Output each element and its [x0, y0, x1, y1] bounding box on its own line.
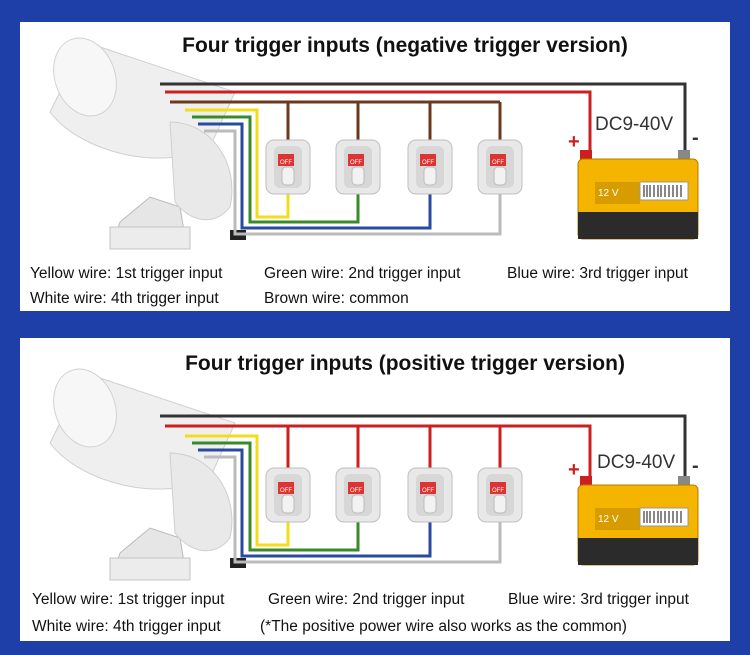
blue-wire [198, 448, 432, 558]
wires [160, 414, 687, 564]
panel-title: Four trigger inputs (positive trigger ve… [185, 352, 625, 375]
plus-sign: + [568, 131, 580, 153]
toggle-switch-icon [265, 467, 311, 523]
battery-icon [577, 150, 699, 240]
horn-speaker-icon [49, 37, 246, 250]
toggle-switch-icon [477, 139, 523, 195]
green-wire [192, 441, 360, 552]
switch-label: OFF [422, 488, 434, 494]
common-wire [160, 414, 687, 478]
wiring-panel-positive: OFF OFF OFF OFF 12 V DC9-40V + - Four tr… [20, 338, 730, 641]
toggle-switch-icon [335, 139, 381, 195]
wiring-panel-negative: OFF OFF OFF OFF 12 V DC9-40V + - Four tr… [20, 22, 730, 311]
battery-label: 12 V [598, 514, 619, 525]
caption-green: Green wire: 2nd trigger input [264, 265, 461, 282]
yellow-wire [185, 108, 290, 219]
white-wire [204, 129, 502, 236]
yellow-wire [185, 434, 290, 547]
panel-title: Four trigger inputs (negative trigger ve… [182, 34, 628, 57]
green-wire [192, 115, 360, 224]
positive-wire [165, 90, 592, 150]
caption-yellow: Yellow wire: 1st trigger input [30, 265, 223, 282]
caption-yellow: Yellow wire: 1st trigger input [32, 591, 225, 608]
caption-blue: Blue wire: 3rd trigger input [507, 265, 688, 282]
switch-label: OFF [492, 488, 504, 494]
battery-label: 12 V [598, 188, 619, 199]
switch-label: OFF [280, 160, 292, 166]
plus-sign: + [568, 459, 580, 481]
toggle-switch-icon [407, 139, 453, 195]
toggle-switch-icon [335, 467, 381, 523]
switch-label: OFF [280, 488, 292, 494]
wiring-diagram: OFF OFF OFF OFF 12 V DC9-40V + - [49, 368, 699, 581]
positive-wire [165, 424, 592, 476]
caption-common-note: (*The positive power wire also works as … [260, 618, 627, 635]
switch-label: OFF [492, 160, 504, 166]
wires [160, 82, 687, 236]
caption-white: White wire: 4th trigger input [30, 290, 219, 307]
caption-blue: Blue wire: 3rd trigger input [508, 591, 689, 608]
caption-green: Green wire: 2nd trigger input [268, 591, 465, 608]
voltage-label: DC9-40V [597, 452, 675, 473]
blue-wire [198, 122, 432, 230]
horn-speaker-icon [49, 368, 246, 581]
white-wire [204, 455, 502, 564]
common-wire [160, 82, 687, 152]
minus-sign: - [692, 127, 699, 149]
battery-icon [577, 476, 699, 566]
switch-label: OFF [350, 160, 362, 166]
voltage-label: DC9-40V [595, 114, 673, 135]
caption-brown: Brown wire: common [264, 290, 409, 307]
switch-label: OFF [422, 160, 434, 166]
toggle-switch-icon [265, 139, 311, 195]
toggle-switch-icon [407, 467, 453, 523]
wiring-diagram: OFF OFF OFF OFF 12 V DC9-40V + - [49, 37, 699, 250]
caption-white: White wire: 4th trigger input [32, 618, 221, 635]
minus-sign: - [692, 455, 699, 477]
switch-label: OFF [350, 488, 362, 494]
toggle-switch-icon [477, 467, 523, 523]
